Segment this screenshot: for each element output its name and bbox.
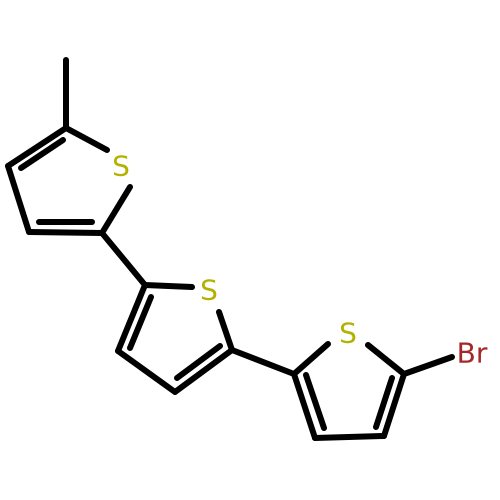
ring1-bond-c5-s [63,125,110,153]
ring3-bond-c2-s [291,341,331,377]
ring2-bond-s-c5 [216,309,235,353]
inter-ring-bond-2 [229,347,297,377]
ring3-bond-c3-c2-inner [303,372,327,431]
ring3-bond-c5-c4-inner [373,375,395,430]
ring2-bond-c2-s [142,282,195,290]
inter-ring-bond-1 [99,230,148,288]
ring2-bond-c5-c4-inner [174,343,223,381]
ring3-bond-c3-c2 [291,371,318,441]
ring3-bond-c5-c4 [381,371,407,439]
ring1-bond-c4-c5 [5,125,69,169]
sulfur-atom-label-2: S [200,274,218,307]
ring1-bond-s-c2 [99,184,133,236]
bromine-bond [401,354,455,377]
ring1-bond-c2-c3 [26,229,105,236]
ring2-bond-c4-c3 [115,348,178,395]
ring3-bond-s-c5 [365,342,407,377]
sulfur-atom-label-1: S [112,150,130,183]
ring2-bond-c3-c2 [115,282,148,354]
ring1-bond-c4-c5-inner [18,137,66,171]
sulfur-atom-label-3: S [339,317,357,350]
ring3-bond-c4-c3 [312,433,387,441]
ring2-bond-c3-c2-inner [127,294,154,351]
ring1-bond-c3-c4 [5,163,32,235]
bromine-atom-label: Br [457,337,488,370]
ring2-bond-c5-c4 [172,347,235,395]
